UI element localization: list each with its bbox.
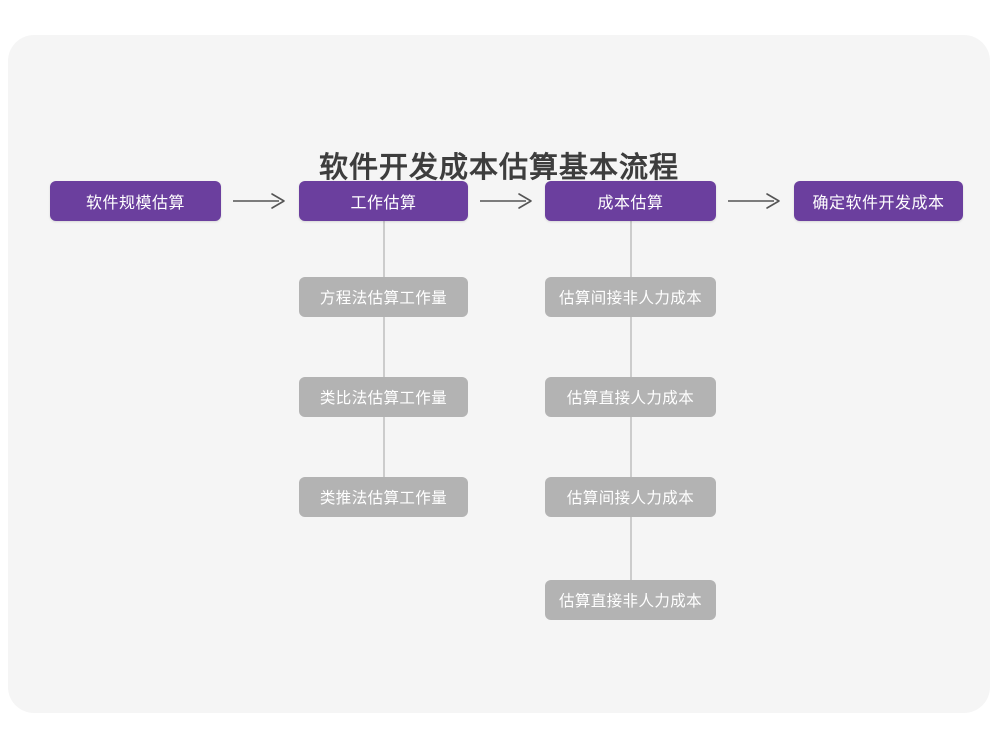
branch-2-item-1[interactable]: 估算间接非人力成本 [545,277,716,317]
long-right-arrow-icon [228,181,290,221]
branch-1-item-1[interactable]: 方程法估算工作量 [299,277,468,317]
long-right-arrow-icon [475,181,537,221]
long-right-arrow-icon [723,181,785,221]
flow-step-3[interactable]: 成本估算 [545,181,716,221]
branch-2-item-3[interactable]: 估算间接人力成本 [545,477,716,517]
branch-1-item-3[interactable]: 类推法估算工作量 [299,477,468,517]
flow-step-1[interactable]: 软件规模估算 [50,181,221,221]
branch-1-item-2[interactable]: 类比法估算工作量 [299,377,468,417]
branch-2-item-4[interactable]: 估算直接非人力成本 [545,580,716,620]
flow-step-4[interactable]: 确定软件开发成本 [794,181,963,221]
diagram-card: 软件开发成本估算基本流程 软件规模估算 工作估算 成本估算 确定软件开发成本 方程法估… [8,35,990,713]
flow-step-2[interactable]: 工作估算 [299,181,468,221]
branch-connector-1 [383,221,385,497]
branch-2-item-2[interactable]: 估算直接人力成本 [545,377,716,417]
page-title: 软件开发成本估算基本流程 [318,152,679,185]
